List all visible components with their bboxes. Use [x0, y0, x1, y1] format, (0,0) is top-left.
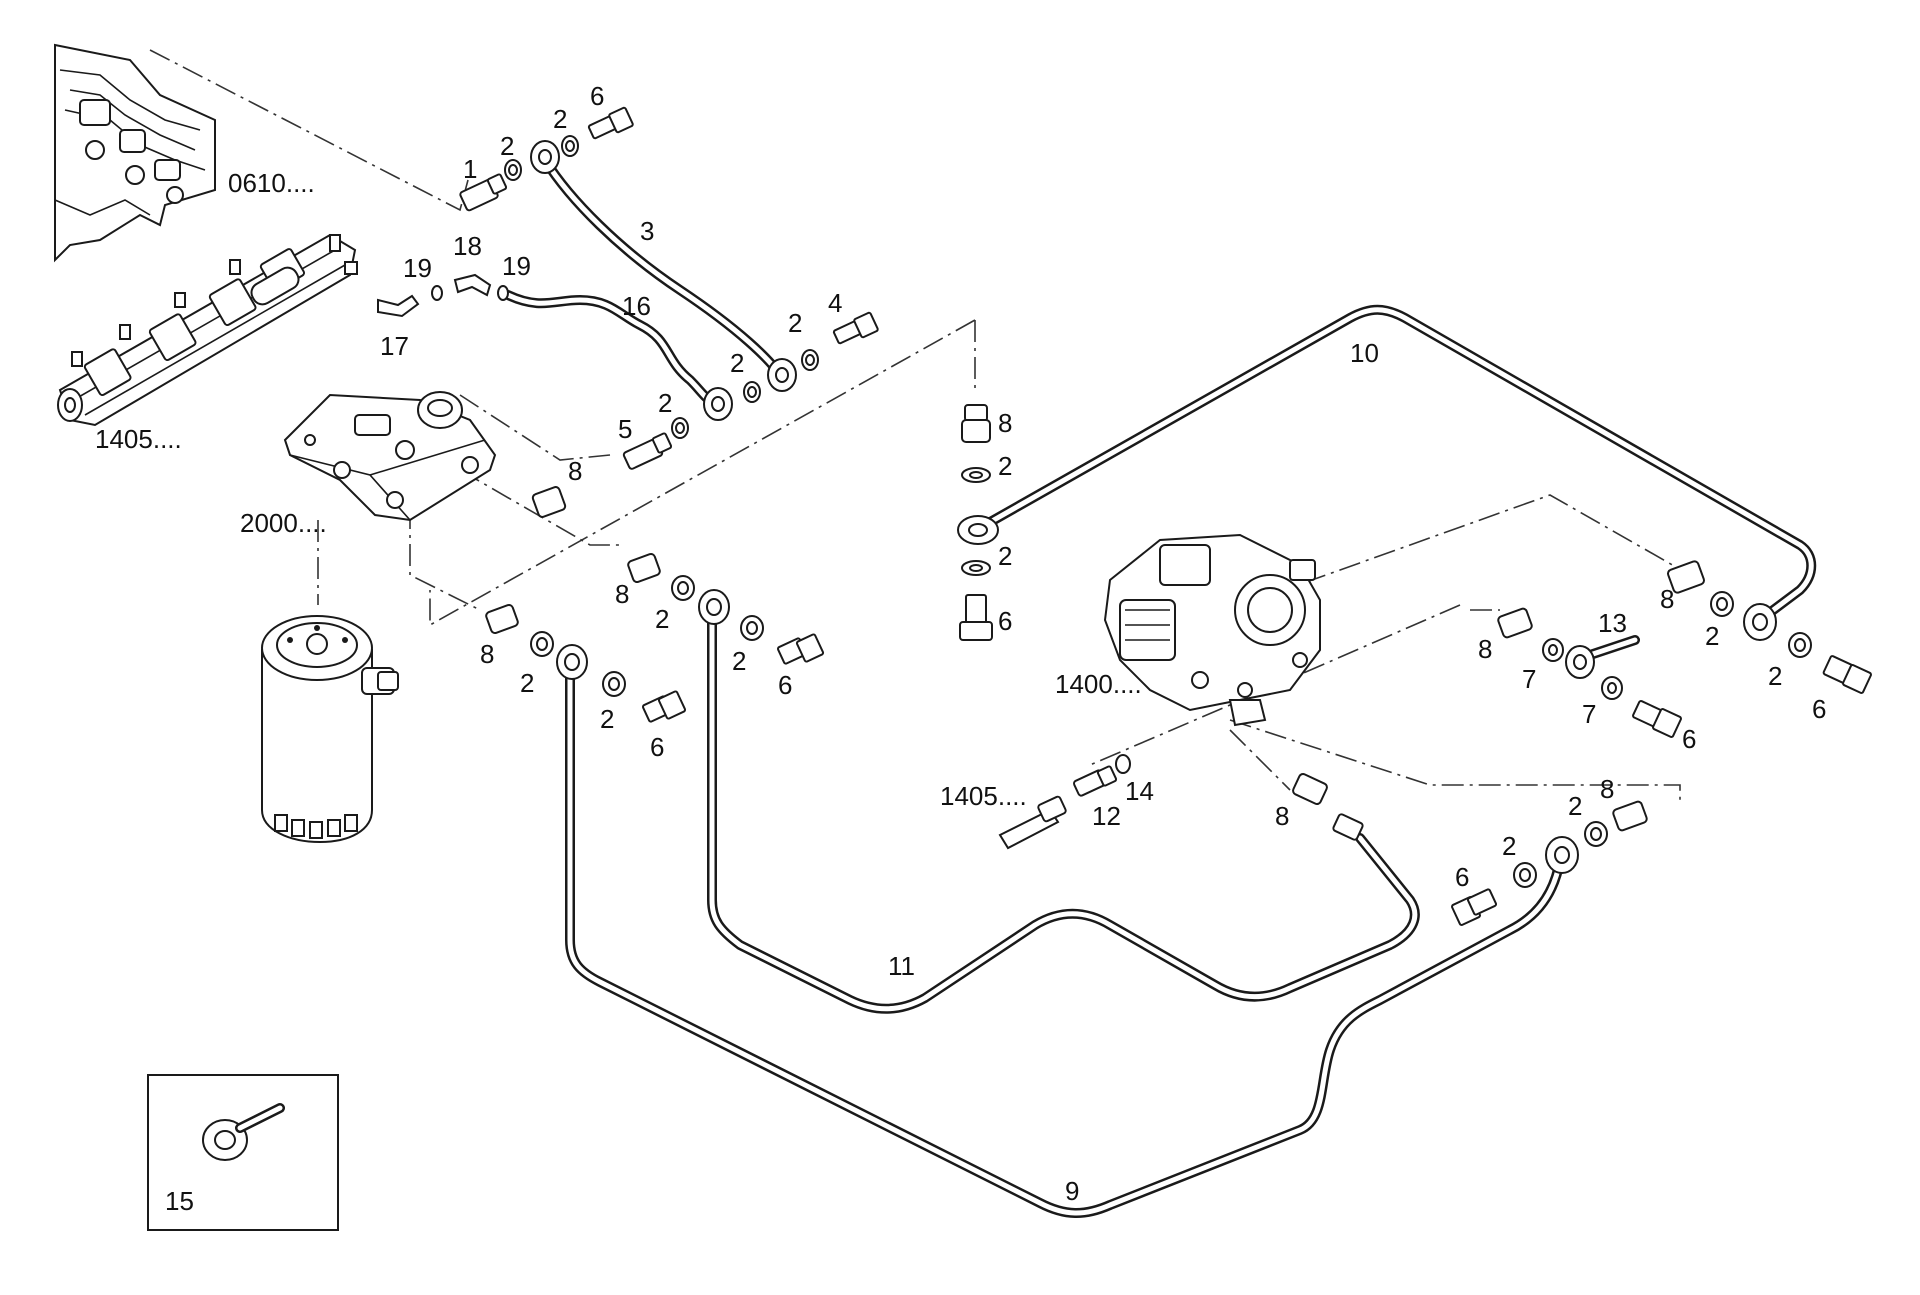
ref-label-2000: 2000....	[240, 508, 327, 538]
fittings	[377, 106, 1872, 926]
part-label-8: 8	[1660, 584, 1674, 614]
part-label-6: 6	[650, 732, 664, 762]
part-label-7: 7	[1582, 699, 1596, 729]
part-label-8: 8	[480, 639, 494, 669]
part-label-6: 6	[1455, 862, 1469, 892]
part-label-8: 8	[1600, 774, 1614, 804]
part-label-8: 8	[568, 456, 582, 486]
pipes	[503, 155, 1817, 1218]
common-rail	[57, 233, 358, 427]
part-label-8: 8	[615, 579, 629, 609]
part-label-6: 6	[998, 606, 1012, 636]
part-label-6: 6	[778, 670, 792, 700]
injection-pump	[1103, 533, 1321, 727]
ref-label-0610: 0610....	[228, 168, 315, 198]
part-label-2: 2	[655, 604, 669, 634]
ref-label-1405-rail: 1405....	[95, 424, 182, 454]
part-label-2: 2	[553, 104, 567, 134]
callout-labels: 0610.... 1405.... 2000.... 1400.... 1405…	[95, 81, 1826, 1216]
part-label-8: 8	[1275, 801, 1289, 831]
part-label-2: 2	[500, 131, 514, 161]
part-label-1: 1	[463, 154, 477, 184]
part-label-6: 6	[590, 81, 604, 111]
part-label-4: 4	[828, 288, 842, 318]
part-label-8: 8	[998, 408, 1012, 438]
part-label-2: 2	[520, 668, 534, 698]
part-label-18: 18	[453, 231, 482, 261]
part-label-13: 13	[1598, 608, 1627, 638]
part-label-2: 2	[1768, 661, 1782, 691]
part-label-5: 5	[618, 414, 632, 444]
part-label-9: 9	[1065, 1176, 1079, 1206]
part-label-16: 16	[622, 291, 651, 321]
part-label-2: 2	[998, 451, 1012, 481]
part-label-2: 2	[730, 348, 744, 378]
part-label-2: 2	[998, 541, 1012, 571]
ref-label-1405-injector: 1405....	[940, 781, 1027, 811]
part-label-2: 2	[600, 704, 614, 734]
part-label-2: 2	[1705, 621, 1719, 651]
ref-label-1400: 1400....	[1055, 669, 1142, 699]
leader-lines	[149, 49, 1691, 800]
part-label-15: 15	[165, 1186, 194, 1216]
filter-head	[283, 391, 497, 522]
part-label-2: 2	[1568, 791, 1582, 821]
detail-inset-15	[147, 1074, 339, 1231]
part-label-19: 19	[403, 253, 432, 283]
pipe-9	[565, 663, 1565, 1218]
pipe-16	[503, 290, 717, 407]
part-label-6: 6	[1682, 724, 1696, 754]
cylinder-head	[54, 43, 216, 263]
part-label-6: 6	[1812, 694, 1826, 724]
part-label-2: 2	[732, 646, 746, 676]
part-label-7: 7	[1522, 664, 1536, 694]
part-label-2: 2	[1502, 831, 1516, 861]
part-label-2: 2	[658, 388, 672, 418]
part-label-14: 14	[1125, 776, 1154, 806]
part-label-11: 11	[888, 951, 915, 981]
fuel-filter	[261, 615, 399, 844]
part-label-10: 10	[1350, 338, 1379, 368]
part-label-17: 17	[380, 331, 409, 361]
part-label-3: 3	[640, 216, 654, 246]
part-label-19: 19	[502, 251, 531, 281]
part-label-8: 8	[1478, 634, 1492, 664]
part-label-2: 2	[788, 308, 802, 338]
part-label-12: 12	[1092, 801, 1121, 831]
